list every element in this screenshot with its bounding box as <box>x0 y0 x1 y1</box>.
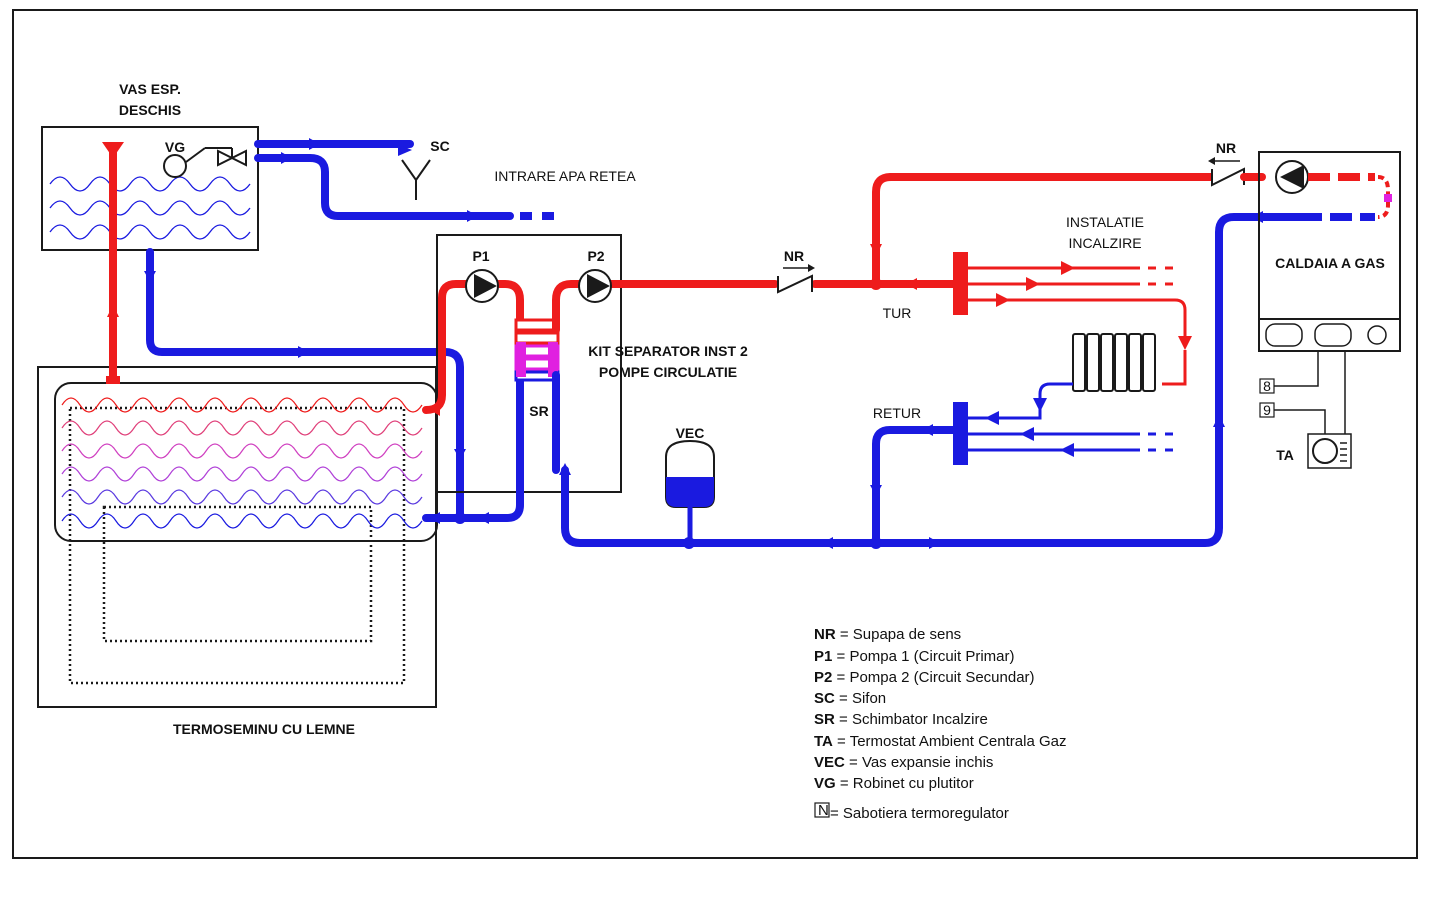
caldaia-label: CALDAIA A GAS <box>1275 255 1385 271</box>
page-frame <box>12 9 1418 859</box>
boiler-flow-pipe <box>872 173 1216 288</box>
check-valve-top-icon <box>1208 157 1245 187</box>
legend-item-sabotiera: = Sabotiera termoregulator <box>830 805 1009 822</box>
return-manifold <box>953 402 968 465</box>
vessel-return-pipe <box>146 248 464 522</box>
sr-label: SR <box>529 403 548 419</box>
termoseminu-label: TERMOSEMINU CU LEMNE <box>173 721 355 737</box>
kit-label-2: POMPE CIRCULATIE <box>599 364 737 380</box>
legend-item-sc: SC = Sifon <box>814 690 886 707</box>
sabotiera-symbol: N <box>818 802 829 819</box>
siphon-icon <box>401 159 431 200</box>
secondary-flow-pipe <box>552 280 779 334</box>
flow-manifold <box>953 252 968 315</box>
retur-label: RETUR <box>873 405 921 421</box>
thermostat-wiring <box>1259 351 1346 435</box>
p1-label: P1 <box>472 248 489 264</box>
tur-label: TUR <box>883 305 912 321</box>
legend-item-nr: NR = Supapa de sens <box>814 626 961 643</box>
p2-label: P2 <box>587 248 604 264</box>
gas-boiler <box>1258 151 1401 352</box>
heat-exchanger <box>514 318 560 382</box>
legend: NR = Supapa de sens P1 = Pompa 1 (Circui… <box>814 626 1066 822</box>
check-valve-mid-icon <box>777 264 815 294</box>
pump-p1-icon <box>465 269 499 303</box>
terminal-9: 9 <box>1263 402 1271 418</box>
open-expansion-vessel <box>41 126 259 251</box>
legend-item-vg: VG = Robinet cu plutitor <box>814 775 974 792</box>
instalatie-label-1: INSTALATIE <box>1066 214 1144 230</box>
nr-mid-label: NR <box>784 248 804 264</box>
kit-separator-box <box>436 234 622 493</box>
legend-item-vec: VEC = Vas expansie inchis <box>814 754 993 771</box>
vg-label: VG <box>165 139 185 155</box>
vas-esp-label-2: DESCHIS <box>119 102 181 118</box>
wood-fireplace <box>37 366 438 708</box>
sc-label: SC <box>430 138 449 154</box>
pump-p2-icon <box>578 269 612 303</box>
ta-label: TA <box>1276 447 1294 463</box>
instalatie-label-2: INCALZIRE <box>1068 235 1141 251</box>
closed-expansion-vessel <box>665 439 715 543</box>
terminal-8: 8 <box>1263 378 1271 394</box>
nr-top-label: NR <box>1216 140 1236 156</box>
radiator-icon <box>1072 333 1156 392</box>
legend-item-p2: P2 = Pompa 2 (Circuit Secundar) <box>814 669 1035 686</box>
kit-label-1: KIT SEPARATOR INST 2 <box>588 343 748 359</box>
vas-esp-label-1: VAS ESP. <box>119 81 181 97</box>
water-inlet-pipe <box>254 154 514 220</box>
float-valve-icon <box>163 147 247 178</box>
vec-label: VEC <box>676 425 705 441</box>
legend-item-p1: P1 = Pompa 1 (Circuit Primar) <box>814 648 1014 665</box>
vent-marker <box>102 142 124 158</box>
legend-item-sr: SR = Schimbator Incalzire <box>814 711 988 728</box>
intrare-apa-label: INTRARE APA RETEA <box>494 168 636 184</box>
primary-flow-pipe <box>422 280 524 414</box>
primary-return-pipe <box>422 361 524 522</box>
retur-pipe <box>872 426 957 547</box>
secondary-return-pipe <box>561 213 1304 547</box>
thermostat-icon <box>1307 433 1352 469</box>
sabotiera-box-icon <box>814 802 830 818</box>
legend-item-ta: TA = Termostat Ambient Centrala Gaz <box>814 733 1066 750</box>
